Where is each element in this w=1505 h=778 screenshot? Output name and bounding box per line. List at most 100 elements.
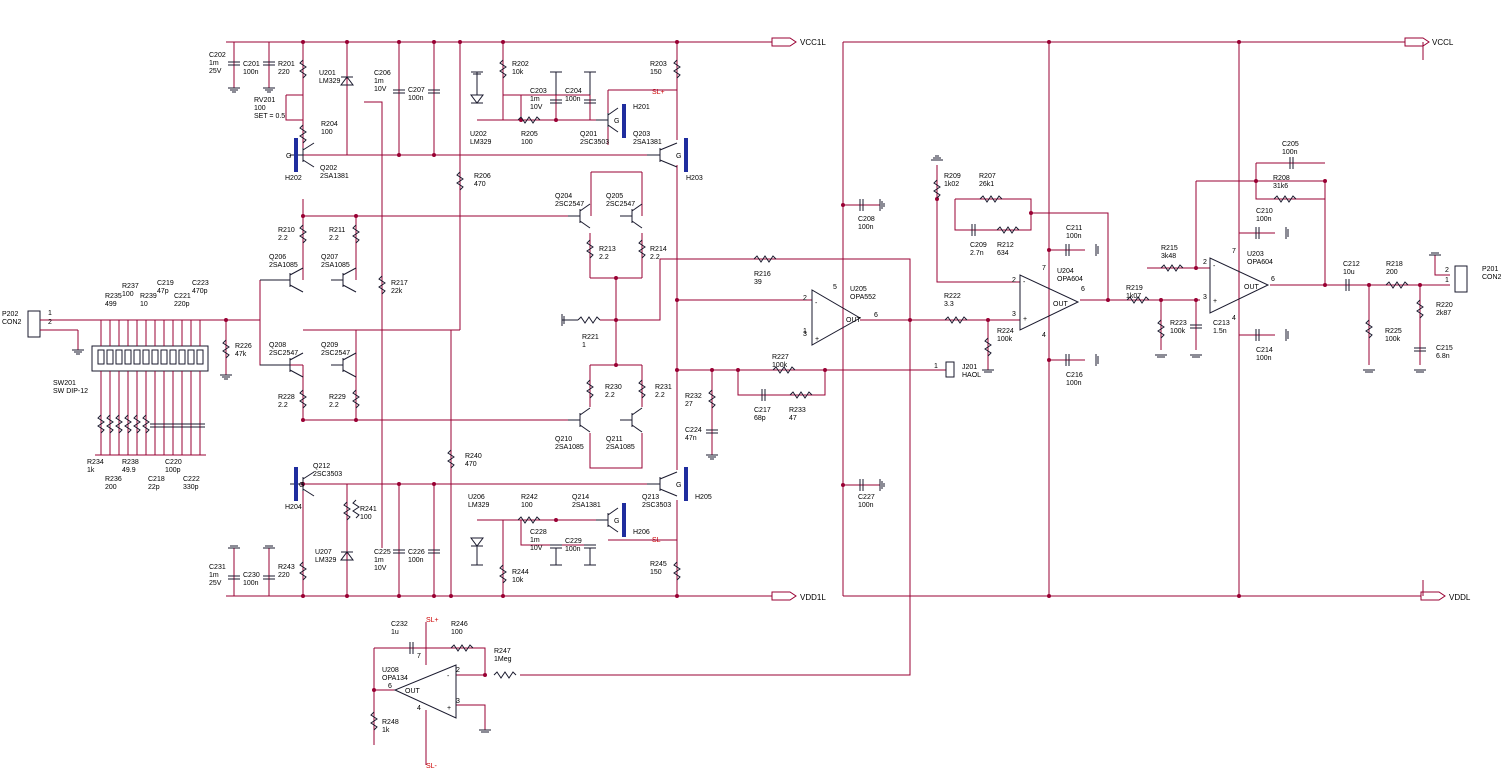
svg-text:G: G bbox=[614, 518, 619, 525]
pin-number: 3 bbox=[1203, 294, 1207, 301]
svg-text:G: G bbox=[676, 482, 681, 489]
svg-text:OUT: OUT bbox=[1244, 284, 1260, 291]
power-rails: VCC1L VDD1L VCCL VDDL SL+ SL- SL+ SL- bbox=[226, 37, 1471, 770]
pin-number: 1 bbox=[1445, 277, 1449, 284]
svg-text:+: + bbox=[1213, 298, 1217, 305]
svg-text:-: - bbox=[1213, 263, 1216, 270]
wiring bbox=[55, 42, 1450, 765]
label-h202: H202 bbox=[285, 175, 302, 182]
svg-text:G: G bbox=[299, 482, 304, 489]
heatsinks: GG GG GG bbox=[286, 104, 688, 537]
label-h201: H201 bbox=[633, 104, 650, 111]
pin-number: 1 bbox=[934, 363, 938, 370]
svg-text:OUT: OUT bbox=[1053, 301, 1069, 308]
zener-references bbox=[340, 76, 484, 561]
net-label-vcc1l: VCC1L bbox=[800, 38, 826, 47]
pin-number: 3 bbox=[1012, 311, 1016, 318]
pin-number: 2 bbox=[1445, 267, 1449, 274]
pin-number: 6 bbox=[388, 683, 392, 690]
label-h205: H205 bbox=[695, 494, 712, 501]
pin-number: 2 bbox=[1012, 277, 1016, 284]
svg-text:+: + bbox=[1023, 316, 1027, 323]
pin-number: 3 bbox=[803, 331, 807, 338]
net-label-slp-2: SL+ bbox=[426, 617, 439, 624]
op-amps: - + OUT - + OUT - + OUT - + OUT bbox=[393, 257, 1270, 719]
svg-text:G: G bbox=[614, 118, 619, 125]
pin-number: 3 bbox=[456, 698, 460, 705]
net-label-vdd1l: VDD1L bbox=[800, 593, 826, 602]
pin-number: 2 bbox=[48, 319, 52, 326]
net-label-slp: SL+ bbox=[652, 89, 665, 96]
pin-number: 2 bbox=[1203, 259, 1207, 266]
pin-number: 2 bbox=[456, 667, 460, 674]
svg-text:G: G bbox=[286, 153, 291, 160]
net-label-slm-2: SL- bbox=[426, 763, 438, 770]
